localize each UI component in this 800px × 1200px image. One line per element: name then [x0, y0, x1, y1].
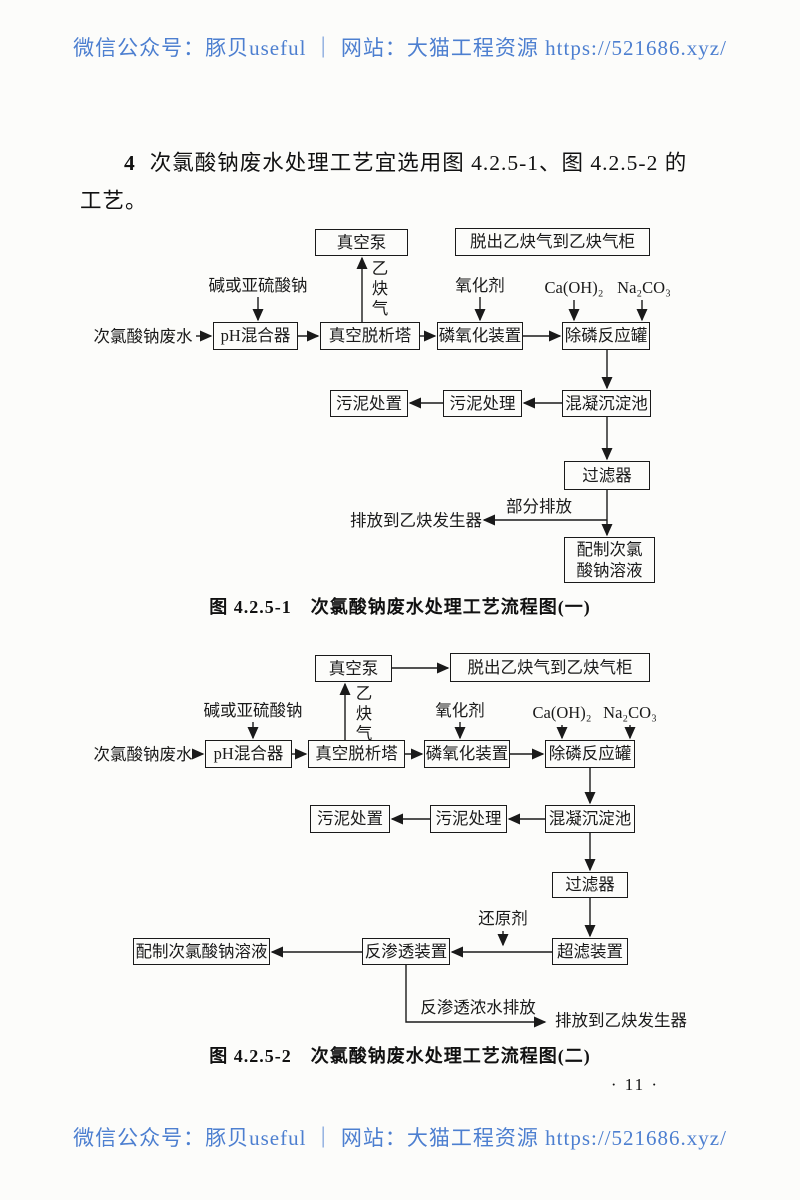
node-vacuum-stripper-f1: 真空脱析塔 [320, 322, 420, 350]
node-filter-f1: 过滤器 [564, 461, 650, 490]
flowchart-2-arrows [191, 662, 636, 1028]
node-phos-removal-f2: 除磷反应罐 [545, 740, 635, 768]
flowchart-1: 真空泵 脱出乙炔气到乙炔气柜 碱或亚硫酸钠 乙 炔 气 氧化剂 Ca(OH)₂ … [80, 225, 700, 590]
node-sludge-treatment-f2: 污泥处理 [430, 805, 507, 833]
page-number: · 11 · [610, 1075, 660, 1094]
node-filter-f2: 过滤器 [552, 872, 628, 898]
node-vacuum-pump-f2: 真空泵 [315, 655, 392, 682]
label-na2co3-f2: Na₂CO₃ [603, 703, 657, 722]
watermark-top: 微信公众号：豚贝useful ｜ 网站：大猫工程资源 https://52168… [73, 36, 727, 60]
node-ph-mixer-f1: pH混合器 [213, 322, 298, 350]
label-oxidant-f1: 氧化剂 [455, 276, 505, 295]
node-vacuum-stripper-f2: 真空脱析塔 [308, 740, 405, 768]
label-acetylene-gas-f1: 乙 炔 气 [371, 259, 389, 318]
label-influent-f2: 次氯酸钠废水 [93, 745, 193, 764]
label-influent-f1: 次氯酸钠废水 [93, 327, 193, 346]
clause-line-1: 4 次氯酸钠废水处理工艺宜选用图 4.2.5-1、图 4.2.5-2 的 [124, 146, 687, 177]
node-uf-unit-f2: 超滤装置 [552, 938, 628, 965]
node-sludge-treatment-f1: 污泥处理 [443, 390, 522, 417]
label-reducer-f2: 还原剂 [478, 909, 528, 928]
node-ro-unit-f2: 反渗透装置 [362, 938, 450, 965]
label-ro-concentrate-f2: 反渗透浓水排放 [420, 998, 536, 1017]
clause-line-2: 工艺。 [80, 189, 148, 213]
label-alkali-f1: 碱或亚硫酸钠 [208, 276, 308, 295]
clause-text-1: 次氯酸钠废水处理工艺宜选用图 4.2.5-1、图 4.2.5-2 的 [149, 151, 688, 175]
label-na2co3-f1: Na₂CO₃ [617, 278, 671, 297]
node-degas-to-holder-f2: 脱出乙炔气到乙炔气柜 [450, 653, 650, 682]
node-sludge-disposal-f1: 污泥处置 [330, 390, 408, 417]
flowchart-2: 真空泵 脱出乙炔气到乙炔气柜 碱或亚硫酸钠 乙 炔 气 氧化剂 Ca(OH)₂ … [80, 648, 720, 1038]
label-partial-discharge-f1: 部分排放 [506, 497, 572, 516]
label-ca-oh2-f1: Ca(OH)₂ [544, 278, 604, 297]
node-degas-to-holder-f1: 脱出乙炔气到乙炔气柜 [455, 228, 650, 256]
label-discharge-to-generator-f1: 排放到乙炔发生器 [350, 511, 482, 530]
node-coagulation-f2: 混凝沉淀池 [545, 805, 635, 833]
label-ca-oh2-f2: Ca(OH)₂ [532, 703, 592, 722]
node-ph-mixer-f2: pH混合器 [205, 740, 292, 768]
node-coagulation-f1: 混凝沉淀池 [562, 390, 651, 417]
node-naclo-prep-f1: 配制次氯 酸钠溶液 [564, 537, 655, 583]
node-vacuum-pump-f1: 真空泵 [315, 229, 408, 256]
figure-1-caption: 图 4.2.5-1 次氯酸钠废水处理工艺流程图(一) [209, 597, 591, 617]
label-discharge-to-generator-f2: 排放到乙炔发生器 [555, 1011, 687, 1030]
label-alkali-f2: 碱或亚硫酸钠 [203, 701, 303, 720]
label-acetylene-gas-f2: 乙 炔 气 [355, 684, 373, 743]
node-naclo-prep-f2: 配制次氯酸钠溶液 [133, 938, 270, 965]
label-oxidant-f2: 氧化剂 [435, 701, 485, 720]
node-phos-oxidation-f2: 磷氧化装置 [424, 740, 510, 768]
node-phos-removal-f1: 除磷反应罐 [562, 322, 650, 350]
node-phos-oxidation-f1: 磷氧化装置 [437, 322, 523, 350]
node-sludge-disposal-f2: 污泥处置 [310, 805, 390, 833]
figure-2-caption: 图 4.2.5-2 次氯酸钠废水处理工艺流程图(二) [209, 1046, 591, 1066]
clause-number: 4 [124, 151, 136, 175]
watermark-bottom: 微信公众号：豚贝useful ｜ 网站：大猫工程资源 https://52168… [73, 1126, 727, 1150]
flowchart-1-arrows [196, 256, 648, 537]
